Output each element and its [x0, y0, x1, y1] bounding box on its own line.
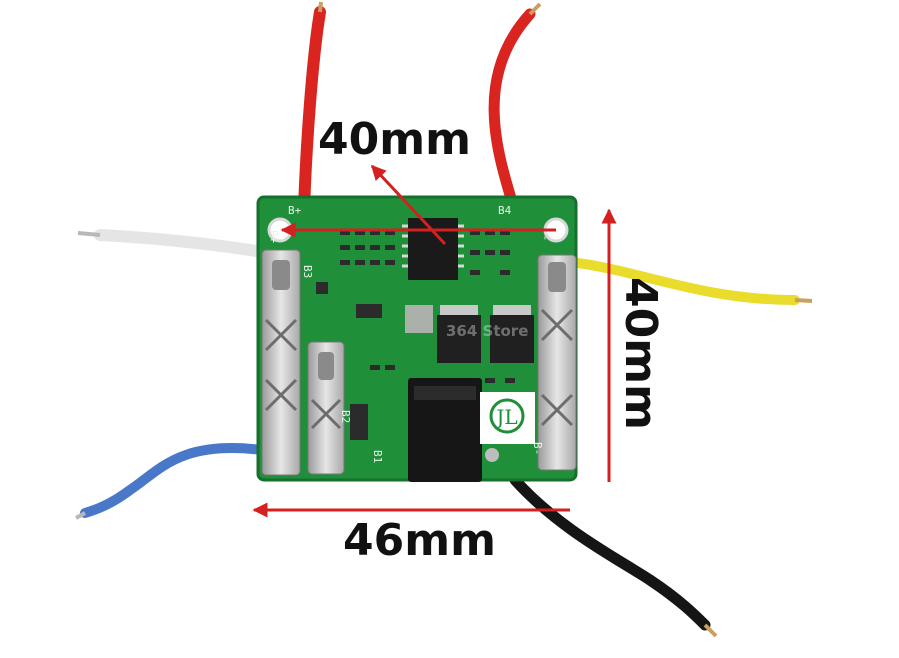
- dimension-label-bottom: 46mm: [343, 515, 496, 566]
- led: [405, 305, 433, 333]
- label-b1: B1: [371, 450, 384, 463]
- dc-jack: [408, 378, 482, 482]
- test-pad: [485, 448, 499, 462]
- dimension-label-right: 40mm: [615, 277, 666, 430]
- metal-tab-right: [537, 254, 577, 471]
- label-b3: B3: [301, 265, 314, 278]
- label-b-plus: B+: [288, 204, 302, 217]
- metal-tab-middle: [307, 341, 345, 475]
- red-wire-b4: [488, 8, 536, 218]
- arrow-diagonal-top: [370, 164, 447, 246]
- black-wire: [509, 474, 711, 631]
- white-wire: [94, 229, 268, 258]
- yellow-wire: [565, 257, 800, 305]
- label-p-plus: P+: [267, 230, 280, 244]
- label-b-minus: B-: [531, 442, 544, 455]
- mosfet-right: [490, 305, 534, 363]
- wires: [75, 1, 813, 638]
- label-b4: B4: [498, 204, 512, 217]
- pcb-board: JL B+ P+ B4 P- B3 B2 B1 B- 364 Store: [256, 195, 578, 482]
- silkscreen-labels: B+ P+ B4 P- B3 B2 B1 B- 364 Store: [267, 204, 552, 463]
- ic-chip: [402, 218, 464, 280]
- red-wire-b-plus: [298, 6, 326, 216]
- mosfet-left: [437, 305, 481, 363]
- watermark: 364 Store: [446, 322, 528, 340]
- smd-components: [316, 230, 515, 440]
- label-b2: B2: [339, 410, 352, 423]
- dimension-arrows: [252, 164, 617, 518]
- logo-pad: JL: [480, 392, 535, 444]
- metal-tab-left: [261, 249, 301, 476]
- dimension-label-top: 40mm: [318, 114, 471, 165]
- svg-text:JL: JL: [494, 405, 517, 429]
- blue-wire: [80, 443, 267, 518]
